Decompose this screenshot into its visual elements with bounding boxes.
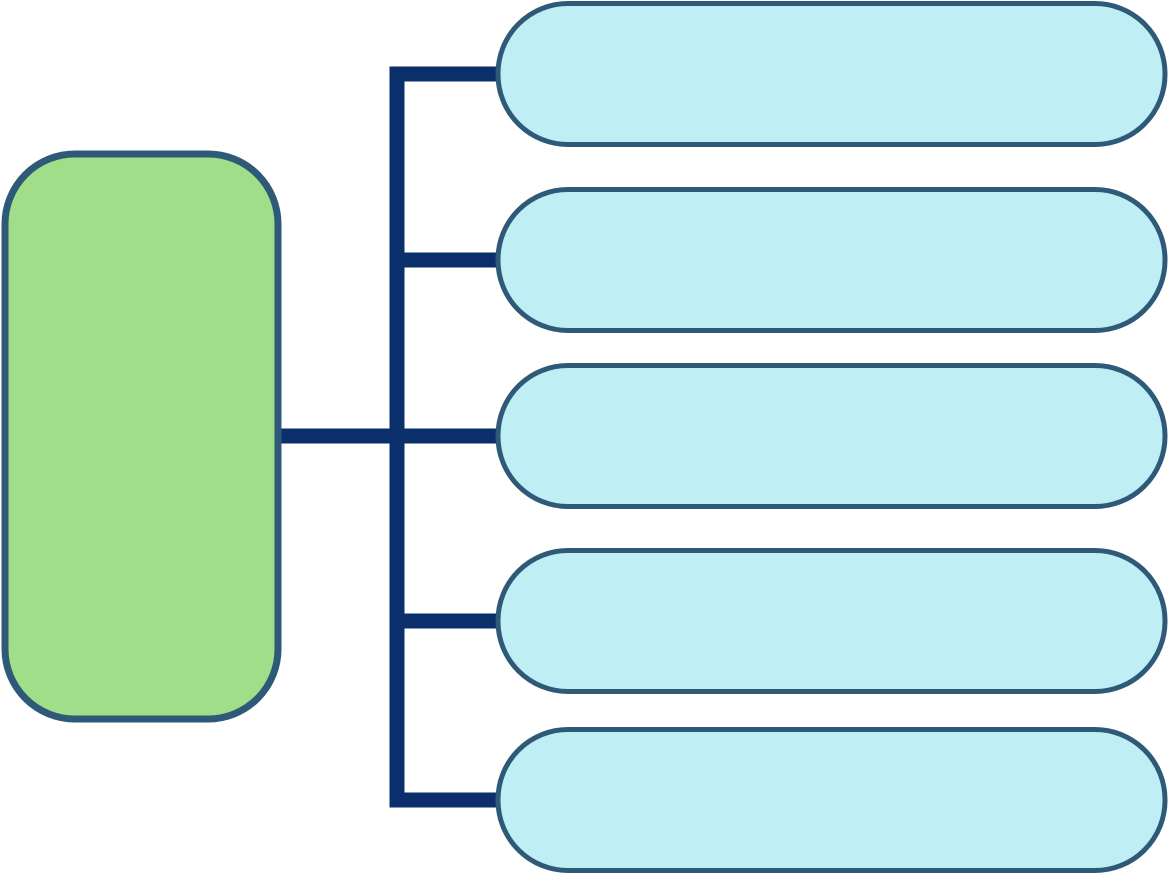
connector-lines [281, 66, 498, 808]
child-nodes [495, 1, 1168, 873]
child-node-3 [495, 363, 1168, 509]
child-node-5 [495, 727, 1168, 873]
child-node-box-4 [495, 548, 1168, 694]
child-node-box-2 [495, 187, 1168, 333]
root-node [1, 150, 282, 723]
child-node-1 [495, 1, 1168, 147]
child-node-2 [495, 187, 1168, 333]
child-node-box-3 [495, 363, 1168, 509]
root-node-box [1, 150, 282, 723]
child-node-4 [495, 548, 1168, 694]
child-node-box-5 [495, 727, 1168, 873]
child-node-box-1 [495, 1, 1168, 147]
